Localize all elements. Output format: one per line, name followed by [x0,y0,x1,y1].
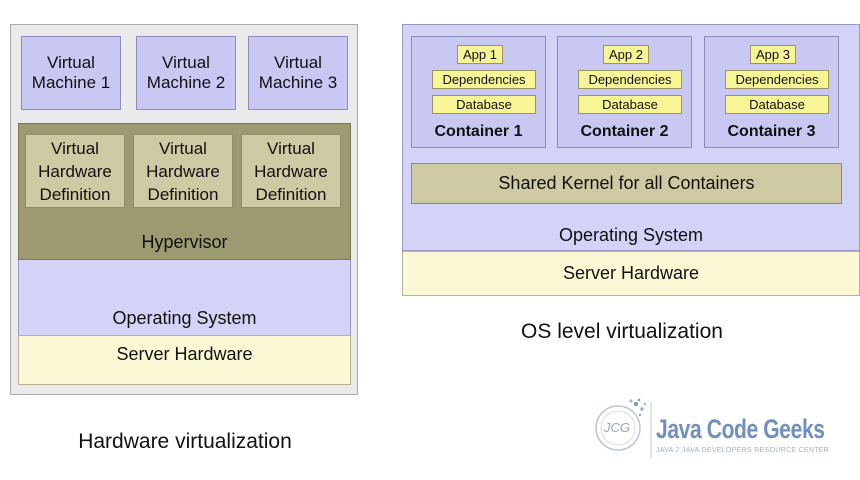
logo-brand: Java Code Geeks [656,414,825,444]
logo-tagline: Java 2 Java Developers Resource Center [656,447,830,454]
server-hardware-layer: Server Hardware [402,251,860,296]
container-label: Container 2 [580,123,669,140]
operating-system-label: Operating System [112,307,257,328]
vm-line1: Virtual [162,53,210,72]
app-tag: App 2 [603,45,649,64]
vhd-line3: Definition [255,184,327,204]
server-hardware-layer: Server Hardware [18,335,351,385]
vhd-line3: Definition [39,184,111,204]
vhd-line1: Virtual [51,138,99,158]
vm-line2: Machine 3 [258,73,338,92]
vhd-line3: Definition [147,184,219,204]
app-tag: App 3 [750,45,796,64]
shared-kernel-layer: Shared Kernel for all Containers [411,163,842,204]
operating-system-layer [18,260,351,335]
container-2: App 2 Dependencies Database Container 2 [557,36,692,148]
vhd-line2: Hardware [254,161,328,181]
vm-line2: Machine 2 [146,73,226,92]
dependencies-tag: Dependencies [432,70,536,89]
shared-kernel-label: Shared Kernel for all Containers [498,173,755,193]
app-tag: App 1 [457,45,503,64]
database-tag: Database [432,95,536,114]
database-tag: Database [578,95,682,114]
database-tag: Database [725,95,829,114]
hypervisor-label: Hypervisor [141,231,228,252]
dependencies-tag: Dependencies [578,70,682,89]
vhd-line1: Virtual [267,138,315,158]
dependencies-tag: Dependencies [725,70,829,89]
vhd-line1: Virtual [159,138,207,158]
vhd-line2: Hardware [38,161,112,181]
logo-icon [595,398,652,458]
container-label: Container 1 [434,123,523,140]
container-3: App 3 Dependencies Database Container 3 [704,36,839,148]
logo-badge: JCG [604,420,630,435]
server-hardware-label: Server Hardware [562,263,700,283]
vm-line1: Virtual [47,53,95,72]
server-hardware-label: Server Hardware [116,344,253,364]
hardware-virtualization-caption: Hardware virtualization [78,430,292,453]
java-code-geeks-logo: JCG Java Code Geeks Java 2 Java Develope… [584,396,834,466]
vhd-line2: Hardware [146,161,220,181]
container-label: Container 3 [727,123,816,140]
container-1: App 1 Dependencies Database Container 1 [411,36,546,148]
operating-system-label: Operating System [558,224,704,245]
vm-line2: Machine 1 [31,73,111,92]
vm-line1: Virtual [274,53,322,72]
os-virtualization-caption: OS level virtualization [521,320,723,343]
